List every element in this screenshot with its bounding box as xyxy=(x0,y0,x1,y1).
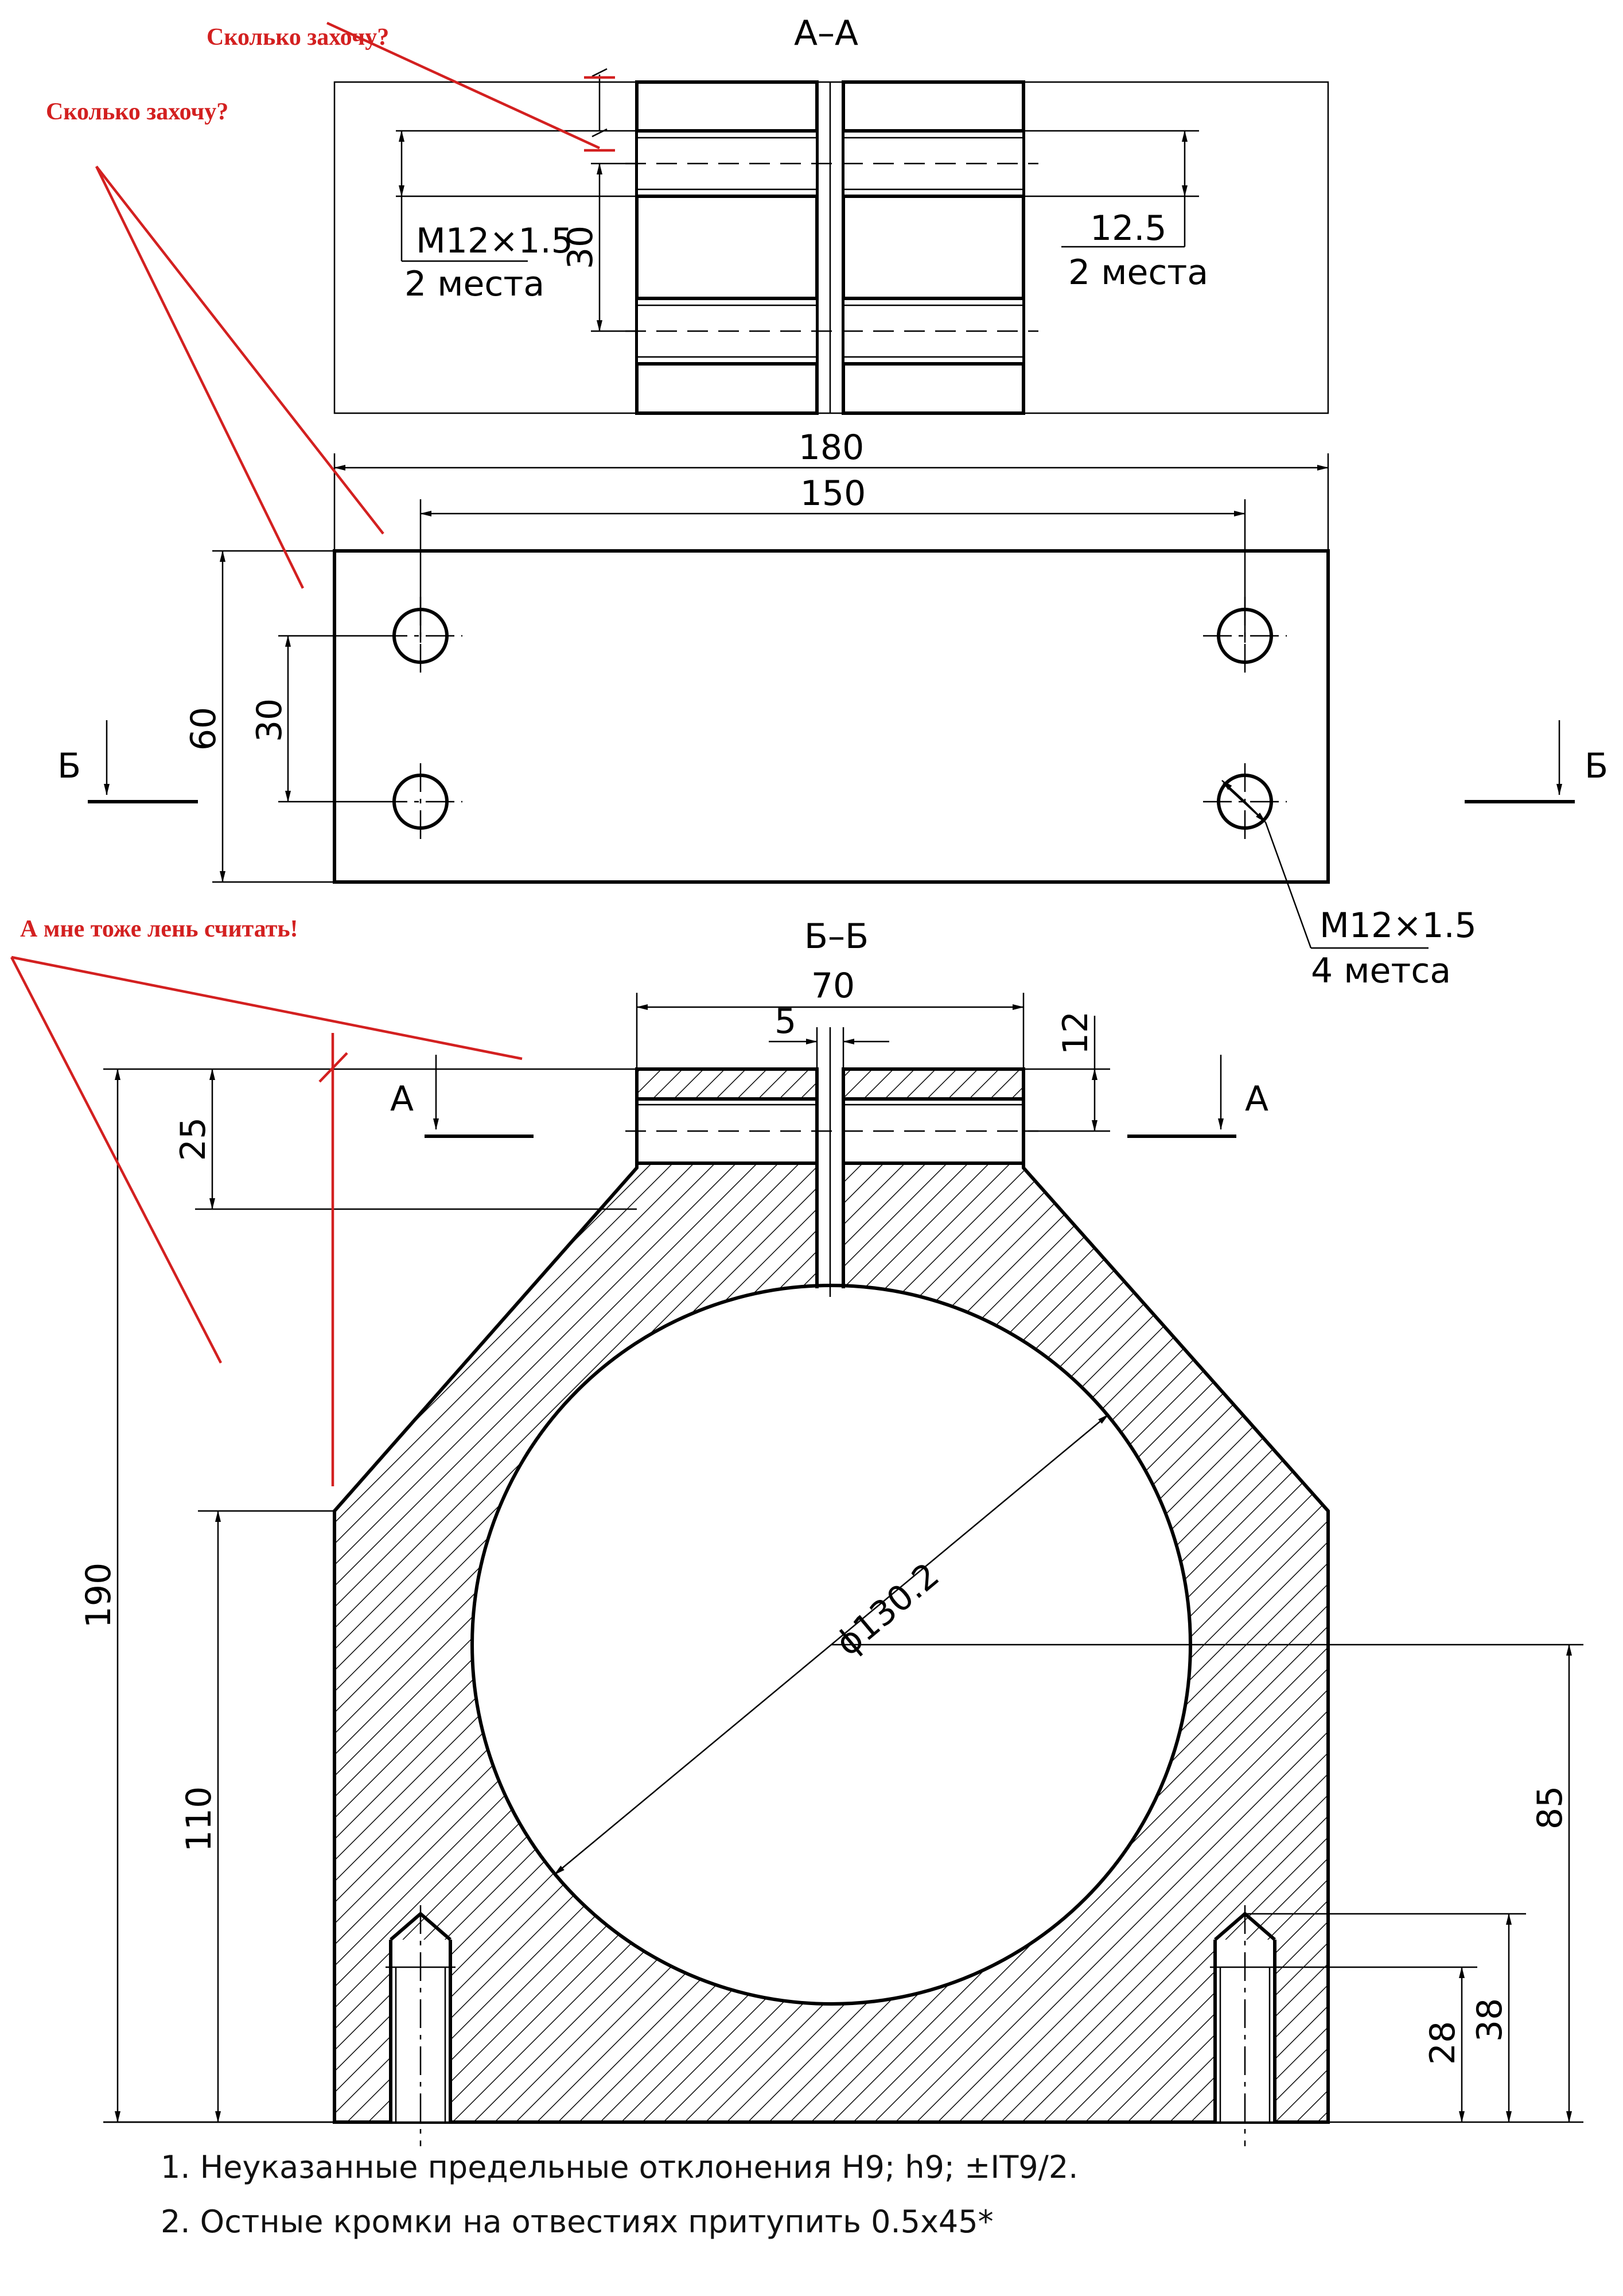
plan-hole xyxy=(1203,597,1287,677)
svg-text:28: 28 xyxy=(1423,2021,1463,2065)
svg-text:60: 60 xyxy=(184,707,224,751)
bottom-tapped-hole-left xyxy=(386,1905,456,2146)
annotation-remark: А мне тоже лень считать! xyxy=(20,916,298,942)
note-line: 2. Остные кромки на отвестиях притупить … xyxy=(161,2204,994,2240)
cut-mark-a-left: А xyxy=(390,1055,534,1138)
svg-text:85: 85 xyxy=(1530,1786,1570,1829)
dim-12: 12 xyxy=(1023,1011,1110,1132)
section-aa-title: А–А xyxy=(794,13,858,53)
thread-callout-aa: M12×1.5 2 места xyxy=(396,130,637,304)
dim-30-plan: 30 xyxy=(250,635,379,803)
svg-text:M12×1.5: M12×1.5 xyxy=(1320,906,1477,946)
svg-text:А: А xyxy=(1245,1079,1268,1119)
dim-38: 38 xyxy=(1245,1913,1526,2123)
dim-150: 150 xyxy=(419,473,1246,643)
svg-text:12: 12 xyxy=(1056,1011,1096,1055)
note-line: 1. Неуказанные предельные отклонения H9;… xyxy=(161,2149,1078,2185)
dim-25: 25 xyxy=(173,1069,637,1210)
thread-callout-plan: M12×1.5 4 метса xyxy=(1221,780,1477,991)
dim-5: 5 xyxy=(769,1001,889,1069)
plan-outline xyxy=(333,549,1330,884)
section-aa-view: А–А xyxy=(333,13,1329,415)
svg-text:70: 70 xyxy=(811,966,855,1006)
cut-mark-b-left: Б xyxy=(57,720,198,803)
dim-110: 110 xyxy=(179,1510,334,2123)
plan-hole xyxy=(379,763,462,841)
svg-text:5: 5 xyxy=(774,1001,796,1042)
svg-text:38: 38 xyxy=(1470,1998,1510,2042)
svg-text:30: 30 xyxy=(250,698,290,742)
annotation-question-1: Сколько захочу? xyxy=(207,24,389,50)
svg-text:2 места: 2 места xyxy=(1068,252,1208,293)
depth-callout-aa: 12.5 2 места xyxy=(1023,130,1208,293)
dim-28: 28 xyxy=(1275,1966,1477,2123)
cut-mark-a-right: А xyxy=(1127,1055,1268,1138)
technical-notes: 1. Неуказанные предельные отклонения H9;… xyxy=(161,2149,1078,2240)
section-bb-title: Б–Б xyxy=(804,916,869,957)
section-aa-left-block xyxy=(635,80,819,415)
red-annotations: Сколько захочу? Сколько захочу? А мне то… xyxy=(10,21,615,1486)
dim-190: 190 xyxy=(79,1069,334,2123)
svg-text:Б: Б xyxy=(57,746,81,786)
svg-text:2 места: 2 места xyxy=(404,264,544,304)
svg-text:30: 30 xyxy=(561,226,601,269)
plan-view: 180 150 xyxy=(57,428,1608,991)
section-bb-view: Б–Б xyxy=(79,916,1583,2146)
svg-text:А: А xyxy=(390,1079,414,1119)
annotation-question-2: Сколько захочу? xyxy=(46,99,228,125)
svg-text:4 метса: 4 метса xyxy=(1311,951,1451,991)
svg-text:Б: Б xyxy=(1585,746,1608,786)
dim-60: 60 xyxy=(184,550,334,883)
dim-180: 180 xyxy=(333,428,1329,551)
cut-mark-b-right: Б xyxy=(1465,720,1608,803)
svg-text:M12×1.5: M12×1.5 xyxy=(416,221,573,261)
svg-text:180: 180 xyxy=(799,428,865,468)
svg-text:12.5: 12.5 xyxy=(1090,208,1167,248)
section-aa-right-block xyxy=(842,80,1025,415)
clamp-body-hatch xyxy=(334,1069,1328,2122)
svg-text:110: 110 xyxy=(179,1786,219,1852)
dim-30-aa: 30 xyxy=(561,162,637,332)
plan-hole xyxy=(379,597,462,677)
svg-text:190: 190 xyxy=(79,1563,119,1629)
svg-text:150: 150 xyxy=(800,473,866,514)
section-aa-frame xyxy=(333,81,1329,414)
svg-text:25: 25 xyxy=(173,1117,213,1161)
bottom-tapped-hole-right xyxy=(1210,1905,1280,2146)
dim-70: 70 xyxy=(636,966,1025,1069)
